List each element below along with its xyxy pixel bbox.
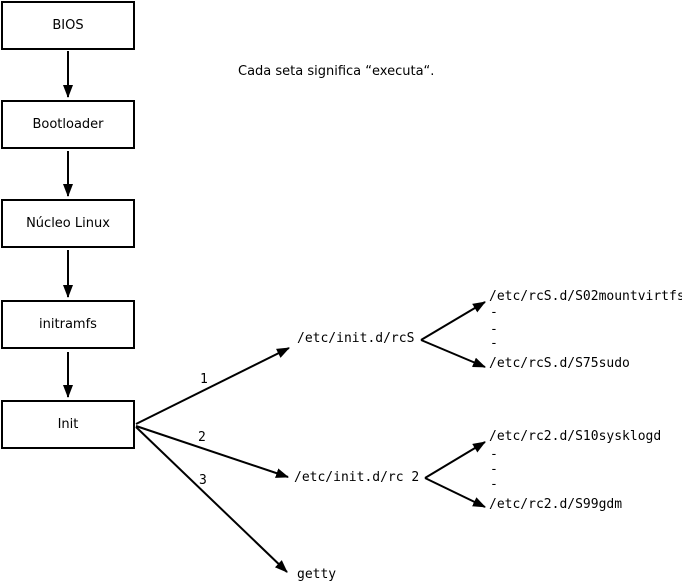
node-init-d-rc2: /etc/init.d/rc 2 (294, 470, 420, 485)
node-init: Init (1, 400, 135, 449)
node-bios-label: BIOS (52, 18, 84, 33)
rc2-ellipsis-dash: - (490, 447, 498, 462)
rcs-ellipsis-dash: - (490, 322, 498, 337)
node-bootloader-label: Bootloader (32, 117, 104, 132)
node-init-d-rcs: /etc/init.d/rcS (297, 331, 415, 346)
node-linux-kernel-label: Núcleo Linux (26, 216, 110, 231)
node-bootloader: Bootloader (1, 100, 135, 149)
node-bios: BIOS (1, 1, 135, 50)
rc2-ellipsis-dash: - (490, 477, 498, 492)
rc2-ellipsis-dash: - (490, 462, 498, 477)
arrow-init-to-rc2 (135, 425, 289, 478)
node-rcs-first-script: /etc/rcS.d/S02mountvirtfs (489, 289, 682, 304)
rcs-ellipsis-dash: - (490, 336, 498, 351)
node-initramfs-label: initramfs (39, 317, 97, 332)
branch-order-label-3: 3 (199, 473, 207, 488)
arrow-init-to-getty (135, 426, 288, 573)
branch-order-label-2: 2 (198, 430, 206, 445)
arrow-meaning-note: Cada seta significa “executa“. (238, 64, 435, 79)
arrow-rc2-to-first-script (424, 441, 486, 479)
arrow-rc2-to-last-script (424, 477, 486, 508)
branch-order-label-1: 1 (200, 372, 208, 387)
node-initramfs: initramfs (1, 300, 135, 349)
arrow-init-to-rcs (135, 347, 290, 425)
rcs-ellipsis-dash: - (490, 305, 498, 320)
arrow-rcs-to-first-script (420, 301, 486, 341)
arrow-rcs-to-last-script (420, 339, 486, 368)
node-rcs-last-script: /etc/rcS.d/S75sudo (489, 356, 630, 371)
node-init-label: Init (57, 417, 79, 432)
node-rc2-last-script: /etc/rc2.d/S99gdm (489, 497, 623, 512)
node-rc2-first-script: /etc/rc2.d/S10sysklogd (489, 429, 662, 444)
node-linux-kernel: Núcleo Linux (1, 199, 135, 248)
node-getty: getty (297, 567, 337, 582)
